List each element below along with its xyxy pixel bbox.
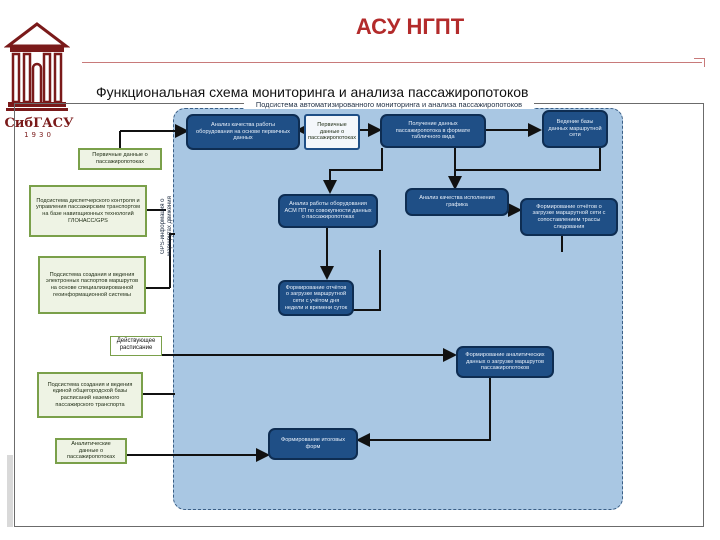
logo-text: СибГАСУ xyxy=(4,116,74,131)
actual-schedule-label: Действующее расписание xyxy=(110,336,162,356)
evaluation-routes-node: Формирование отчётов о загрузке маршрутн… xyxy=(520,198,618,236)
page-title: АСУ НГПТ xyxy=(355,14,465,39)
analytical-data-node: Аналитические данные о пассажиропотоках xyxy=(55,438,127,464)
subsystem-passports-node: Подсистема создания и ведения электронны… xyxy=(38,256,146,314)
logo-year: 1930 xyxy=(24,131,54,139)
title-divider xyxy=(82,62,702,63)
forming-analysis-node: Формирование аналитических данных о загр… xyxy=(456,346,554,378)
region-label: Подсистема автоматизированного мониторин… xyxy=(244,100,534,109)
subsystem-dispatch-node: Подсистема диспетчерского контроля и упр… xyxy=(29,185,147,237)
analysis-equipment-node: Анализ качества работы оборудования на о… xyxy=(186,114,300,150)
slide-subtitle: Функциональная схема мониторинга и анали… xyxy=(96,84,529,100)
title-divider-cap xyxy=(694,58,705,67)
route-database-node: Ведение базы данных маршрутной сети xyxy=(542,110,608,148)
primary-data-outer-node: Первичные данные о пассажиропотоках xyxy=(78,148,162,170)
monitoring-subsystem-region xyxy=(173,108,623,510)
forming-reports-node: Формирование отчётов о загрузке маршрутн… xyxy=(278,280,354,316)
pass-flow-data-node: Получение данных пассажиропотока в форма… xyxy=(380,114,486,148)
forming-final-node: Формирование итоговых форм xyxy=(268,428,358,460)
subsystem-schedule-node: Подсистема создания и ведения единой общ… xyxy=(37,372,143,418)
analysis-asm-node: Анализ работы оборудования АСМ ПП по сов… xyxy=(278,194,378,228)
analysis-quality-node: Анализ качества исполнения графика xyxy=(405,188,509,216)
side-accent-bar xyxy=(7,455,13,527)
building-emblem-icon xyxy=(3,22,71,111)
gps-vertical-label: GPS-информация о маршрутах движения xyxy=(160,196,173,256)
primary-data-inner-node: Первичные данные о пассажиропотоках xyxy=(304,114,360,150)
university-logo: СибГАСУ 1930 xyxy=(3,20,74,139)
